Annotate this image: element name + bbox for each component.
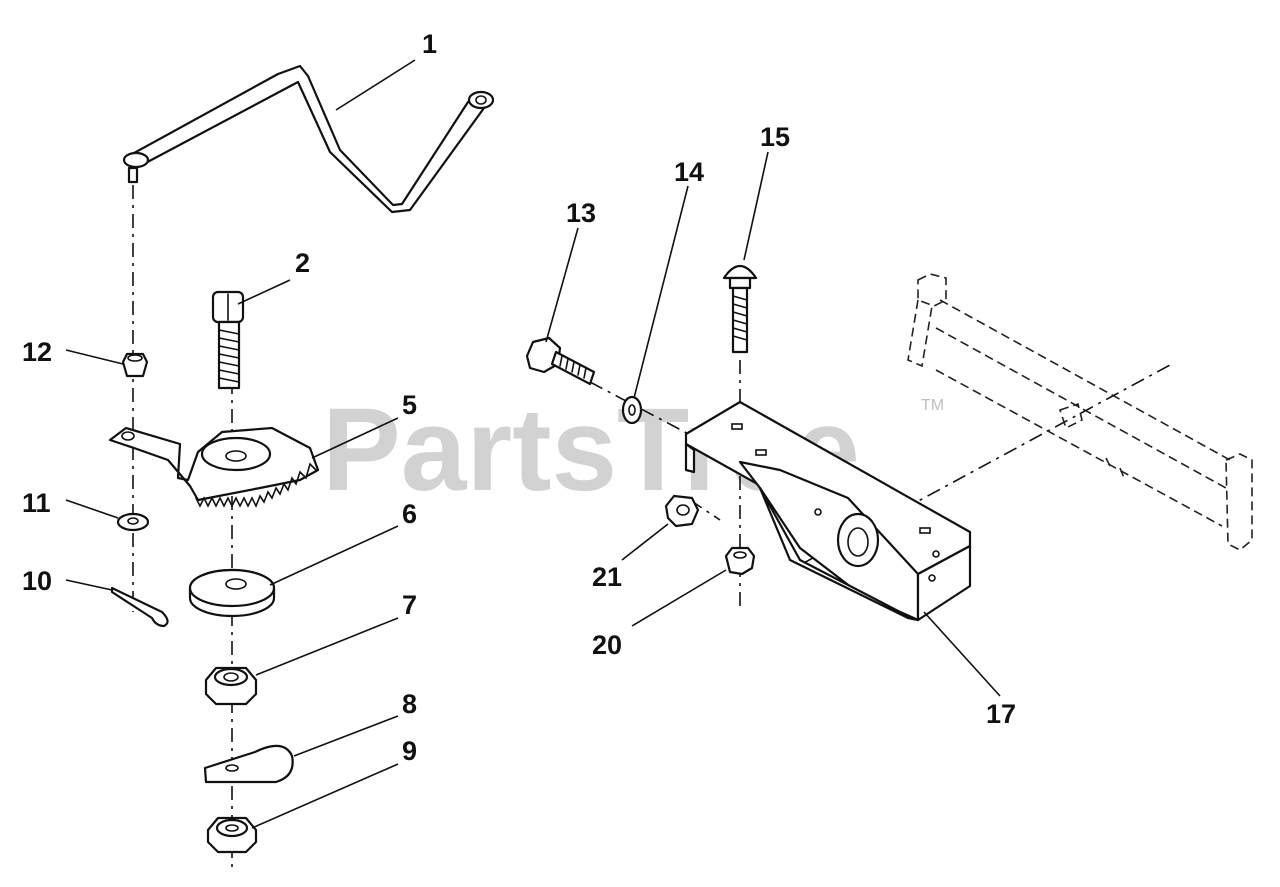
part-13-hex-bolt (525, 336, 596, 386)
callout-17: 17 (986, 699, 1016, 729)
callout-20: 20 (592, 630, 622, 660)
part-1-control-rod (122, 64, 495, 214)
callout-13: 13 (566, 198, 596, 228)
part-15-carriage-bolt (722, 264, 758, 354)
part-17-bracket (684, 400, 972, 622)
callouts: 1 2 5 6 7 8 9 10 11 12 13 14 15 17 20 21 (22, 29, 1016, 766)
part-20-nut (724, 546, 756, 576)
part-11-washer (116, 512, 150, 532)
part-14-washer (621, 395, 643, 425)
callout-11: 11 (22, 488, 51, 518)
callout-9: 9 (402, 736, 417, 766)
phantom-frame (907, 273, 1253, 551)
callout-8: 8 (402, 689, 417, 719)
callout-2: 2 (295, 248, 310, 278)
part-2-bolt (211, 290, 245, 390)
callout-7: 7 (402, 590, 417, 620)
callout-1: 1 (422, 29, 437, 59)
watermark-trademark: TM (921, 397, 944, 414)
callout-5: 5 (402, 390, 417, 420)
part-5-sector-gear (108, 426, 320, 508)
part-7-hex-nut (204, 666, 258, 706)
part-6-disc (188, 568, 276, 618)
callout-10: 10 (22, 566, 52, 596)
part-9-hex-nut (206, 816, 258, 854)
part-8-clip (203, 744, 294, 784)
callout-21: 21 (592, 562, 622, 592)
part-12-nut (121, 352, 149, 378)
leader-lines (65, 59, 1001, 829)
callout-14: 14 (674, 157, 704, 187)
callout-12: 12 (22, 337, 52, 367)
callout-6: 6 (402, 499, 417, 529)
part-21-nut (664, 494, 700, 528)
part-10-cotter-pin (110, 586, 169, 628)
callout-15: 15 (760, 122, 790, 152)
